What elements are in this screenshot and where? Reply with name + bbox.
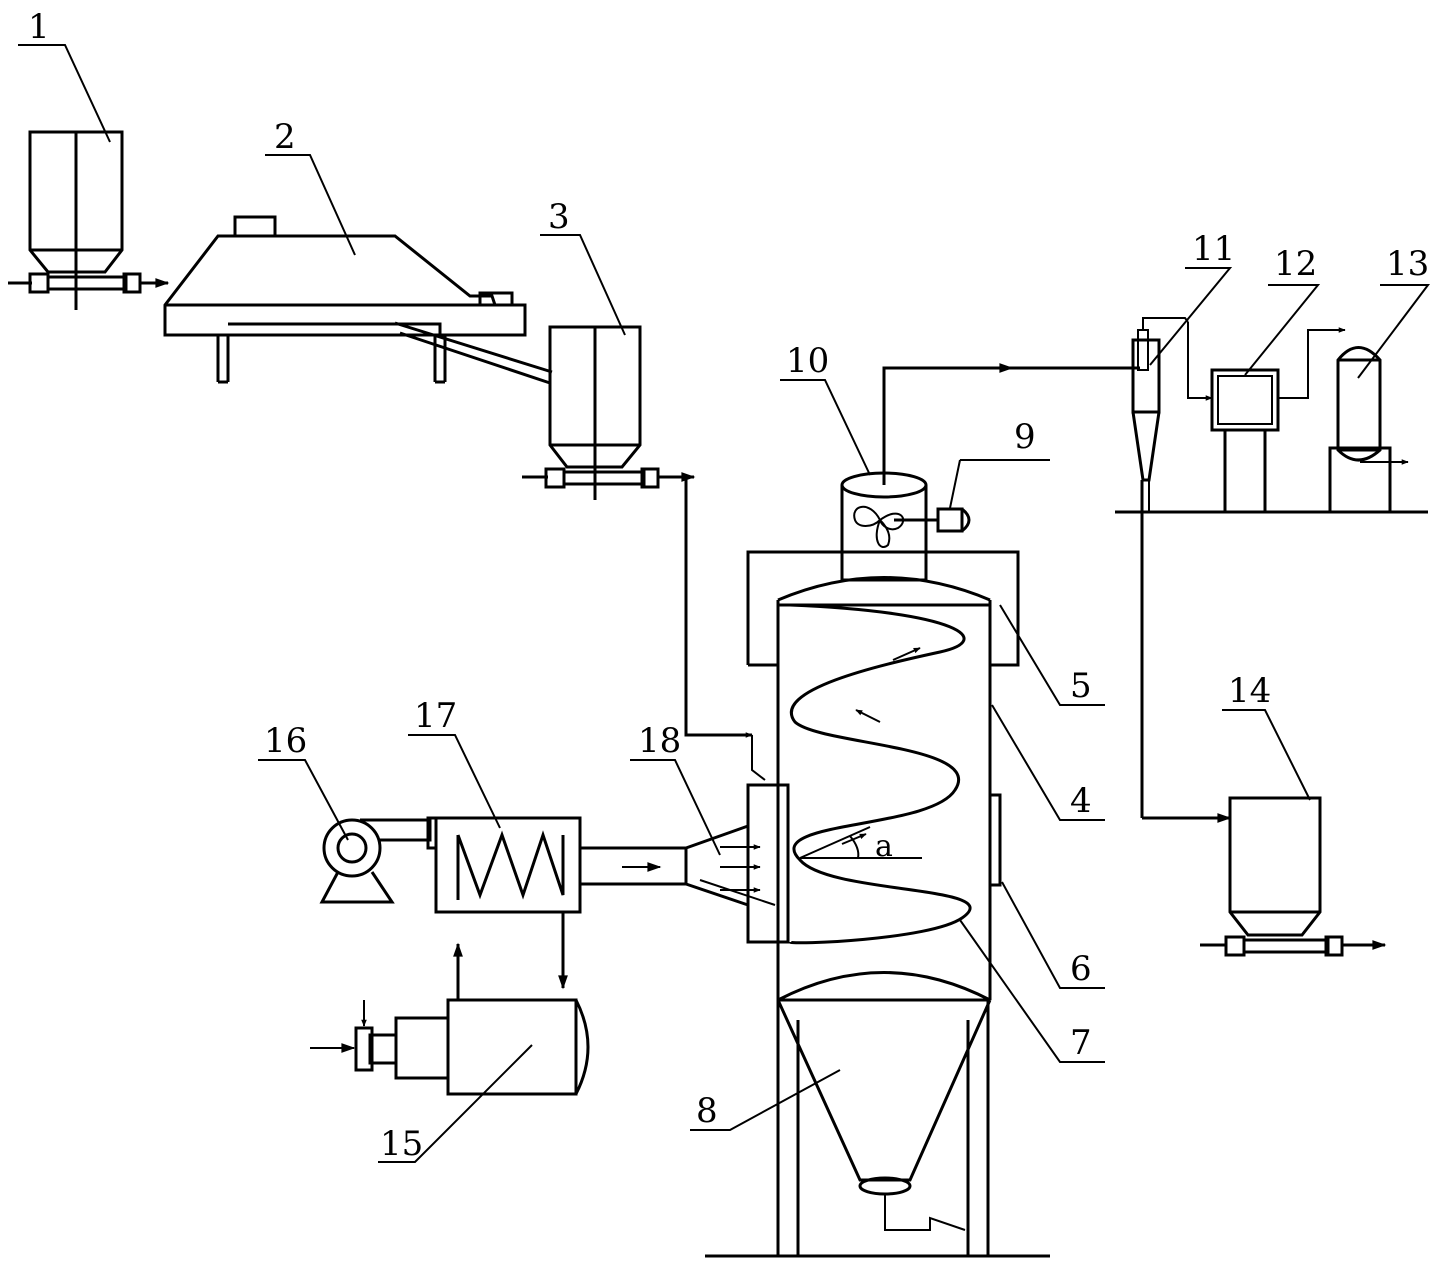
label-1: 1 — [28, 7, 50, 47]
screw-conveyor-14 — [1200, 935, 1387, 957]
feed-hopper-1 — [8, 130, 170, 310]
intermediate-hopper-3 — [522, 325, 766, 781]
label-17: 17 — [414, 696, 457, 736]
conical-collector-8 — [705, 999, 1050, 1258]
label-2: 2 — [274, 117, 296, 157]
label-11: 11 — [1192, 229, 1235, 269]
inlet-distributor-18 — [684, 783, 790, 944]
screw-conveyor-3 — [522, 467, 696, 489]
dust-filter-12 — [1187, 322, 1346, 512]
label-10: 10 — [786, 341, 829, 381]
product-hopper-14 — [1200, 796, 1387, 957]
label-7: 7 — [1070, 1023, 1092, 1063]
exhaust-fan-10 — [840, 471, 938, 582]
fan-motor-9 — [936, 507, 971, 533]
label-3: 3 — [548, 197, 570, 237]
label-4: 4 — [1070, 781, 1092, 821]
label-14: 14 — [1228, 671, 1271, 711]
blower-16 — [319, 816, 438, 904]
part-labels: 1 2 3 10 9 11 12 13 14 16 17 18 5 4 6 7 … — [28, 7, 1429, 1164]
label-12: 12 — [1274, 244, 1317, 284]
cyclone-separator-11 — [1131, 317, 1232, 823]
label-16: 16 — [264, 721, 307, 761]
label-18: 18 — [638, 721, 681, 761]
scrubber-tower-13 — [1328, 346, 1409, 514]
label-6: 6 — [1070, 949, 1092, 989]
label-13: 13 — [1386, 244, 1429, 284]
heat-exchanger-17 — [434, 816, 686, 1000]
hot-air-furnace-15 — [310, 998, 590, 1096]
fan-icon — [853, 505, 905, 548]
pre-treatment-unit-2 — [163, 215, 553, 385]
label-5: 5 — [1070, 666, 1092, 706]
spiral-flow-path-7 — [788, 603, 972, 945]
label-8: 8 — [696, 1091, 718, 1131]
leader-lines — [18, 44, 1431, 1163]
label-9: 9 — [1014, 417, 1036, 457]
screw-conveyor-1 — [8, 272, 170, 294]
label-15: 15 — [380, 1124, 423, 1164]
drying-tower-4 — [746, 550, 1020, 1002]
angle-label: a — [875, 829, 893, 864]
